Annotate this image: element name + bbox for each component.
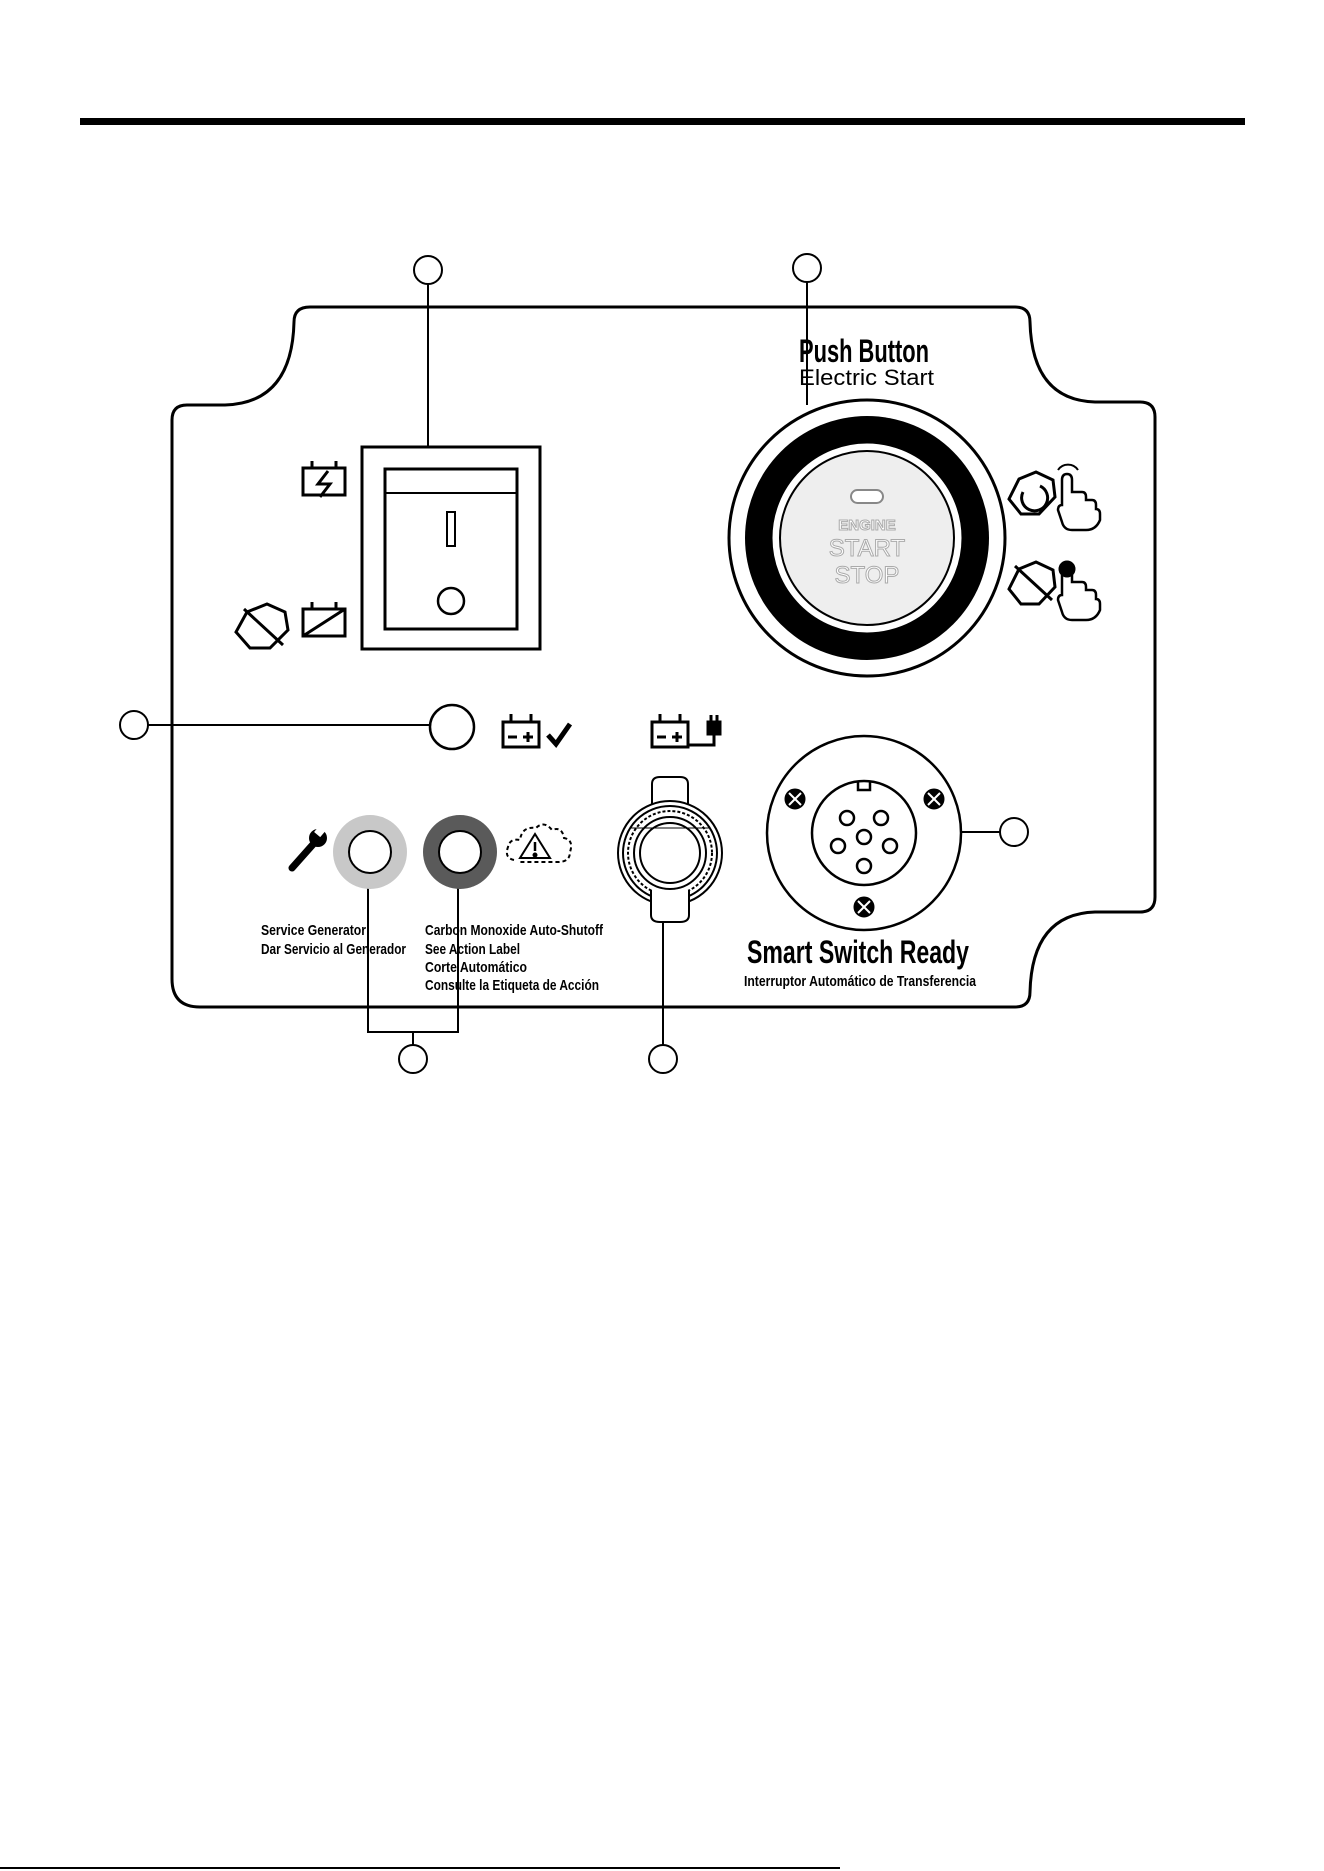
smart-switch-title: Smart Switch Ready: [747, 934, 969, 970]
battery-ok-icon: [503, 714, 570, 747]
battery-plug-icon: [652, 714, 720, 747]
service-text-en: Service Generator: [261, 922, 366, 939]
switch-on-mark: [447, 512, 455, 546]
wrench-icon: [292, 823, 328, 868]
switch-off-mark: [438, 588, 464, 614]
engine-stop-push-icon: [1009, 562, 1100, 620]
service-led: [333, 815, 407, 889]
co-led: [423, 815, 497, 889]
button-indicator: [851, 490, 883, 503]
battery-off-icon: [303, 602, 345, 636]
co-warning-cloud-icon: [507, 824, 571, 862]
callout-6: [649, 1045, 677, 1073]
callout-2: [793, 254, 821, 282]
battery-charge-icon: [303, 461, 345, 497]
engine-off-icon: [236, 604, 288, 648]
co-text-line2: See Action Label: [425, 941, 520, 958]
callout-4: [1000, 818, 1028, 846]
callout-1: [414, 256, 442, 284]
push-button-title: Push Button: [799, 333, 929, 369]
co-text-line4: Consulte la Etiqueta de Acción: [425, 977, 599, 994]
start-label: START: [829, 535, 906, 562]
engine-start-push-icon: [1009, 465, 1100, 530]
service-text-es: Dar Servicio al Generador: [261, 941, 406, 958]
co-text-line3: Corte Automático: [425, 959, 527, 976]
rocker-switch[interactable]: [362, 447, 540, 649]
battery-status-led: [430, 705, 474, 749]
header-rule: [80, 118, 1245, 125]
engine-label: ENGINE: [838, 517, 896, 534]
start-stop-button[interactable]: ENGINE START STOP: [729, 400, 1005, 676]
callout-3: [120, 711, 148, 739]
callout-5: [399, 1045, 427, 1073]
stop-label: STOP: [835, 562, 900, 589]
smart-switch-subtitle: Interruptor Automático de Transferencia: [744, 973, 977, 990]
charging-port[interactable]: [618, 777, 722, 922]
push-button-subtitle: Electric Start: [799, 365, 934, 390]
co-text-line1: Carbon Monoxide Auto-Shutoff: [425, 922, 604, 939]
